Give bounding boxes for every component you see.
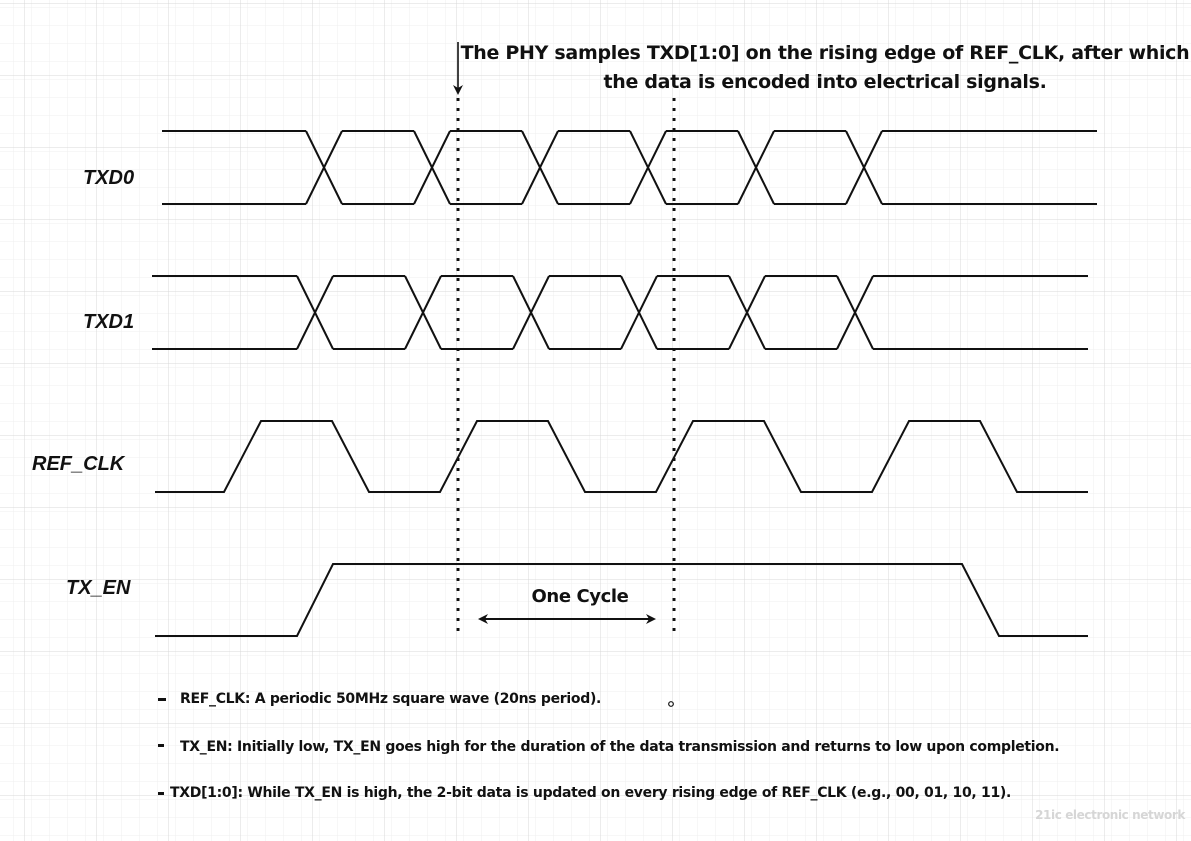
bullet-3 xyxy=(158,792,164,795)
note-txd: TXD[1:0]: While TX_EN is high, the 2-bit… xyxy=(170,785,1011,801)
waveforms xyxy=(152,130,1097,637)
bullet-2 xyxy=(158,744,164,747)
stray-dot xyxy=(668,701,674,707)
txd0-waveform xyxy=(162,130,1097,205)
txd1-waveform xyxy=(152,275,1088,350)
bullet-1 xyxy=(158,698,166,701)
label-txd0: TXD0 xyxy=(83,167,134,189)
one-cycle-label: One Cycle xyxy=(532,586,629,607)
label-txd1: TXD1 xyxy=(83,311,134,333)
note-ref-clk: REF_CLK: A periodic 50MHz square wave (2… xyxy=(180,691,601,707)
note-tx-en: TX_EN: Initially low, TX_EN goes high fo… xyxy=(180,739,1059,755)
annotation-line-2: the data is encoded into electrical sign… xyxy=(603,71,1046,93)
annotation-line-1: The PHY samples TXD[1:0] on the rising e… xyxy=(461,42,1190,64)
label-tx-en: TX_EN xyxy=(66,577,131,599)
ref-clk-waveform xyxy=(155,420,1088,493)
tx-en-waveform xyxy=(155,563,1088,637)
watermark: 21ic electronic network xyxy=(1035,808,1186,822)
label-ref-clk: REF_CLK xyxy=(32,453,126,475)
